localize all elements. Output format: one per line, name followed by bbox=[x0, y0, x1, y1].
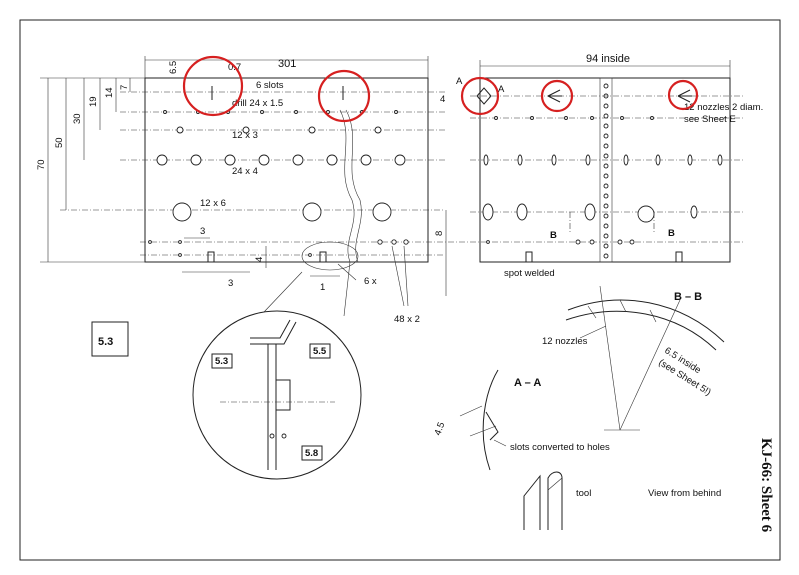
dim-70: 70 bbox=[36, 159, 47, 170]
note-sheet-e: see Sheet E bbox=[684, 114, 736, 125]
sheet-title: KJ-66: Sheet 6 bbox=[758, 438, 774, 533]
section-bb-title: B – B bbox=[674, 291, 702, 303]
section-aa-title: A – A bbox=[514, 377, 541, 389]
section-aa: A – A 4.5 slots converted to holes tool … bbox=[432, 369, 721, 530]
section-bb-nozzles: 12 nozzles bbox=[542, 336, 588, 347]
section-aa-tool: tool bbox=[576, 488, 591, 499]
tool-drawing bbox=[523, 471, 563, 530]
note-spot-welded: spot welded bbox=[504, 268, 555, 279]
section-b-label-1: B bbox=[550, 230, 557, 241]
dim-3-left: 3 bbox=[200, 226, 205, 237]
note-48x2: 48 x 2 bbox=[394, 314, 420, 325]
right-part: 94 inside 4 A A 12 nozzles 2 diam. see S… bbox=[440, 53, 763, 279]
section-a-label-1: A bbox=[456, 76, 463, 87]
section-b-label-2: B bbox=[668, 228, 675, 239]
note-nozzles: 12 nozzles 2 diam. bbox=[684, 102, 763, 113]
section-aa-dim: 4.5 bbox=[432, 421, 447, 437]
note-drill: drill 24 x 1.5 bbox=[232, 98, 283, 109]
highlight-circles bbox=[182, 55, 699, 123]
dim-14: 14 bbox=[104, 87, 115, 98]
highlight-circle-slots bbox=[182, 55, 244, 117]
highlight-circle-nozzle-2 bbox=[540, 79, 574, 113]
detail-circle bbox=[192, 310, 362, 480]
dim-7: 7 bbox=[119, 85, 130, 90]
right-part-outline bbox=[479, 77, 731, 263]
left-part-outline bbox=[144, 77, 429, 263]
dim-4-right: 4 bbox=[440, 94, 445, 105]
dim-30: 30 bbox=[72, 113, 83, 124]
detail-tag-3: 5.8 bbox=[305, 448, 318, 459]
holes-row-2: 24 x 4 bbox=[232, 166, 258, 177]
dim-top-a: 6.5 bbox=[168, 61, 179, 74]
dim-length: 301 bbox=[278, 58, 296, 70]
note-slots: 6 slots bbox=[256, 80, 284, 91]
dim-19: 19 bbox=[88, 96, 99, 107]
section-number-box bbox=[91, 321, 129, 357]
detail-tag-1: 5.3 bbox=[215, 356, 228, 367]
holes-row-3: 12 x 6 bbox=[200, 198, 226, 209]
section-aa-slots: slots converted to holes bbox=[510, 442, 610, 453]
left-part: 301 6.5 0.7 70 50 30 19 14 7 6 slots dri… bbox=[36, 56, 745, 325]
section-number: 5.3 bbox=[98, 336, 113, 348]
detail-view: 5.3 5.5 5.8 bbox=[192, 261, 362, 480]
note-6x: 6 x bbox=[364, 276, 377, 287]
dim-8: 8 bbox=[434, 231, 445, 236]
section-aa-view: View from behind bbox=[648, 488, 721, 499]
sheet-frame bbox=[19, 19, 781, 561]
dim-1: 1 bbox=[320, 282, 325, 293]
dim-4-mid: 4 bbox=[254, 257, 265, 262]
detail-tag-2: 5.5 bbox=[313, 346, 327, 357]
dim-inside: 94 inside bbox=[586, 53, 630, 65]
holes-row-1: 12 x 3 bbox=[232, 130, 258, 141]
section-a-label-2: A bbox=[498, 84, 505, 95]
highlight-circle-slot-2 bbox=[317, 69, 371, 123]
dim-3-bottom: 3 bbox=[228, 278, 233, 289]
highlight-circle-nozzle-a bbox=[460, 76, 500, 116]
dim-50: 50 bbox=[54, 137, 65, 148]
rivet-column bbox=[603, 83, 609, 259]
highlight-circle-nozzle-3 bbox=[667, 79, 699, 111]
section-bb: B – B 12 nozzles 6.5 inside (see Sheet 5… bbox=[542, 285, 725, 431]
